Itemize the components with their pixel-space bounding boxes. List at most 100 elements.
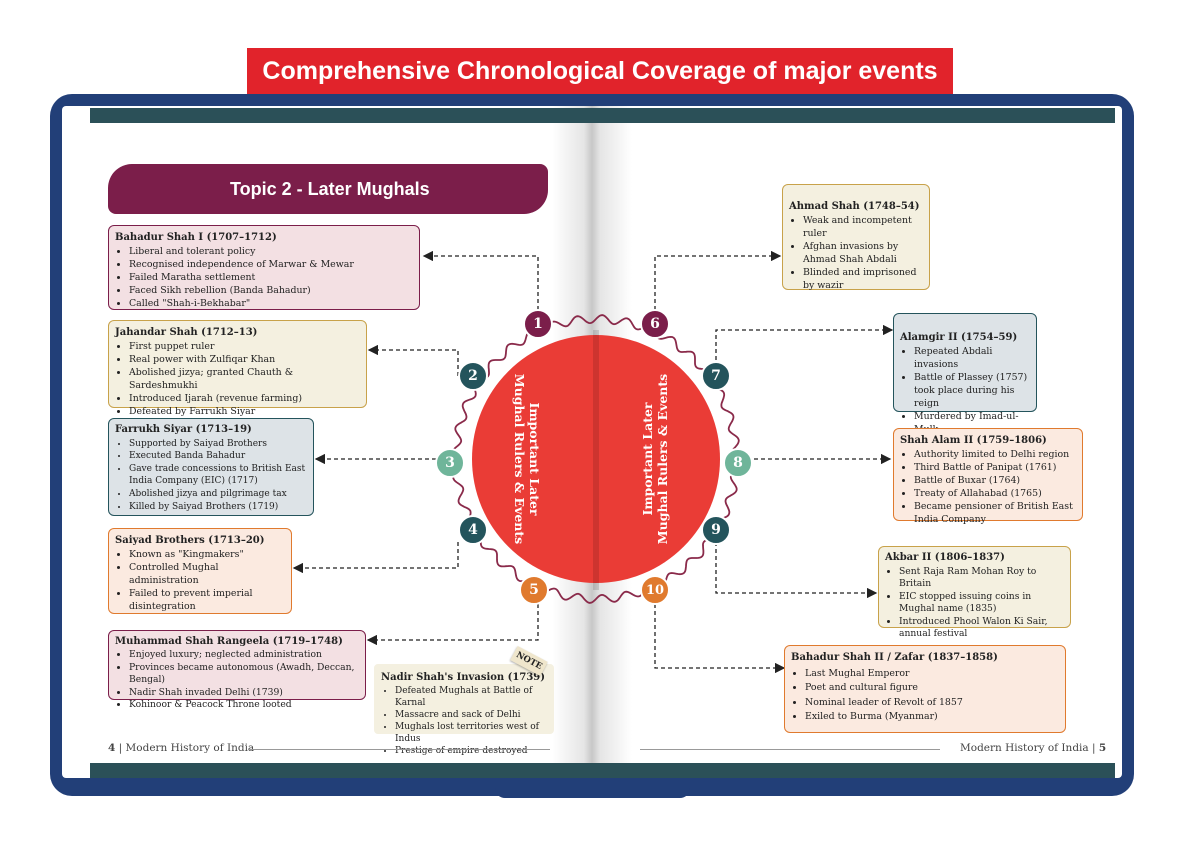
- footer-left-text: | Modern History of India: [118, 742, 255, 754]
- number-badge-10: 10: [640, 575, 670, 605]
- connector-7: [715, 324, 894, 360]
- list-item: Abolished jizya and pilgrimage tax: [129, 488, 307, 501]
- box-alamgir-ii: Alamgir II (1754–59) Repeated Abdali inv…: [893, 313, 1037, 435]
- connector-9: [715, 542, 878, 599]
- list-item: Became pensioner of British East India C…: [914, 500, 1076, 526]
- list-item: Poet and cultural figure: [805, 681, 1059, 696]
- list-item: Real power with Zulfiqar Khan: [129, 353, 360, 366]
- list-item: Failed Maratha settlement: [129, 271, 413, 284]
- box-bahadur-shah-i: Bahadur Shah I (1707–1712) Liberal and t…: [108, 225, 420, 310]
- list-item: EIC stopped issuing coins in Mughal name…: [899, 591, 1064, 616]
- box-bahadur-shah-ii: Bahadur Shah II / Zafar (1837–1858) Last…: [784, 645, 1066, 733]
- list-item: Mughals lost territories west of Indus: [395, 721, 547, 745]
- box-title: Alamgir II (1754–59): [900, 332, 1018, 343]
- list-item: Authority limited to Delhi region: [914, 448, 1076, 461]
- list-item: Last Mughal Emperor: [805, 667, 1059, 682]
- list-item: Massacre and sack of Delhi: [395, 709, 547, 721]
- book-cover-tab: [495, 780, 690, 798]
- connector-1: [422, 250, 539, 310]
- list-item: Executed Banda Bahadur: [129, 450, 307, 463]
- number-badge-2: 2: [458, 361, 488, 391]
- list-item: Supported by Saiyad Brothers: [129, 438, 307, 451]
- list-item: Recognised independence of Marwar & Mewa…: [129, 258, 413, 271]
- list-item: Kohinoor & Peacock Throne looted: [129, 699, 359, 711]
- box-title: Bahadur Shah II / Zafar (1837–1858): [791, 652, 998, 663]
- box-title: Muhammad Shah Rangeela (1719–1748): [115, 636, 343, 647]
- center-label-right-line2: Mughal Rulers & Events: [655, 373, 670, 545]
- page-number-right: 5: [1098, 742, 1107, 754]
- box-title: Ahmad Shah (1748–54): [789, 201, 920, 212]
- list-item: Exiled to Burma (Myanmar): [805, 710, 1059, 725]
- list-item: Liberal and tolerant policy: [129, 245, 413, 258]
- number-badge-5: 5: [519, 575, 549, 605]
- list-item: Treaty of Allahabad (1765): [914, 487, 1076, 500]
- footer-right-text: Modern History of India |: [960, 742, 1096, 754]
- box-akbar-ii: Akbar II (1806–1837) Sent Raja Ram Mohan…: [878, 546, 1071, 639]
- page-number-left: 4: [108, 742, 116, 754]
- footer-left-rule: [250, 749, 550, 750]
- list-item: Afghan invasions by Ahmad Shah Abdali: [803, 240, 923, 266]
- list-item: Failed to prevent imperial disintegratio…: [129, 587, 285, 613]
- list-item: Introduced Phool Walon Ki Sair, annual f…: [899, 616, 1064, 641]
- box-title: Nadir Shah's Invasion (1739): [381, 672, 545, 683]
- number-badge-9: 9: [701, 515, 731, 545]
- list-item: Nadir Shah invaded Delhi (1739): [129, 687, 359, 699]
- box-shah-alam-ii: Shah Alam II (1759–1806) Authority limit…: [893, 428, 1083, 525]
- box-title: Saiyad Brothers (1713–20): [115, 535, 265, 546]
- center-label-right: Important Later Mughal Rulers & Events: [640, 374, 670, 544]
- page-top-strip: [90, 108, 1115, 123]
- list-item: Abolished jizya; granted Chauth & Sardes…: [129, 366, 360, 392]
- topic-title: Topic 2 - Later Mughals: [108, 164, 548, 214]
- center-label-left-line2: Mughal Rulers & Events: [512, 373, 527, 545]
- page-bottom-strip: [90, 763, 1115, 778]
- list-item: Called "Shah-i-Bekhabar": [129, 297, 413, 310]
- box-title: Akbar II (1806–1837): [885, 552, 1005, 563]
- box-title: Bahadur Shah I (1707–1712): [115, 232, 277, 243]
- list-item: Defeated Mughals at Battle of Karnal: [395, 685, 547, 709]
- number-badge-4: 4: [458, 515, 488, 545]
- list-item: Introduced Ijarah (revenue farming): [129, 392, 360, 405]
- list-item: Gave trade concessions to British East I…: [129, 463, 307, 488]
- number-badge-7: 7: [701, 361, 731, 391]
- box-farrukh-siyar: Farrukh Siyar (1713–19) Supported by Sai…: [108, 418, 314, 516]
- list-item: Faced Sikh rebellion (Banda Bahadur): [129, 284, 413, 297]
- list-item: Controlled Mughal administration: [129, 561, 285, 587]
- connector-5: [366, 604, 539, 646]
- number-badge-3: 3: [435, 448, 465, 478]
- number-badge-6: 6: [640, 309, 670, 339]
- footer-right: Modern History of India | 5: [960, 742, 1106, 754]
- list-item: Killed by Saiyad Brothers (1719): [129, 501, 307, 514]
- connector-6: [654, 250, 782, 310]
- list-item: Known as "Kingmakers": [129, 548, 285, 561]
- box-ahmad-shah: Ahmad Shah (1748–54) Weak and incompeten…: [782, 184, 930, 292]
- list-item: Prestige of empire destroyed: [395, 745, 547, 757]
- center-label-left: Important Later Mughal Rulers & Events: [512, 374, 542, 544]
- connector-4: [292, 542, 459, 574]
- number-badge-1: 1: [523, 309, 553, 339]
- footer-right-rule: [640, 749, 940, 750]
- list-item: Battle of Plassey (1757) took place duri…: [914, 371, 1030, 410]
- list-item: Nominal leader of Revolt of 1857: [805, 696, 1059, 711]
- note-box-nadir-shah: Nadir Shah's Invasion (1739) Defeated Mu…: [374, 664, 554, 756]
- center-circle: [472, 335, 720, 583]
- list-item: Enjoyed luxury; neglected administration: [129, 649, 359, 661]
- box-jahandar-shah: Jahandar Shah (1712–13) First puppet rul…: [108, 320, 367, 417]
- footer-left: 4 | Modern History of India: [108, 742, 254, 754]
- list-item: First puppet ruler: [129, 340, 360, 353]
- list-item: Battle of Buxar (1764): [914, 474, 1076, 487]
- list-item: Provinces became autonomous (Awadh, Decc…: [129, 662, 359, 687]
- box-saiyad-brothers: Saiyad Brothers (1713–20) Known as "King…: [108, 528, 292, 614]
- list-item: Third Battle of Panipat (1761): [914, 461, 1076, 474]
- list-item: Defeated by Farrukh Siyar: [129, 405, 360, 418]
- connector-2: [367, 344, 459, 376]
- list-item: Weak and incompetent ruler: [803, 214, 923, 240]
- banner-title: Comprehensive Chronological Coverage of …: [247, 48, 953, 94]
- connector-10: [654, 604, 786, 674]
- box-title: Farrukh Siyar (1713–19): [115, 424, 252, 435]
- list-item: Blinded and imprisoned by wazir: [803, 266, 923, 292]
- box-title: Jahandar Shah (1712–13): [115, 327, 258, 338]
- center-label-right-line1: Important Later: [640, 402, 655, 516]
- center-label-left-line1: Important Later: [527, 402, 542, 516]
- number-badge-8: 8: [723, 448, 753, 478]
